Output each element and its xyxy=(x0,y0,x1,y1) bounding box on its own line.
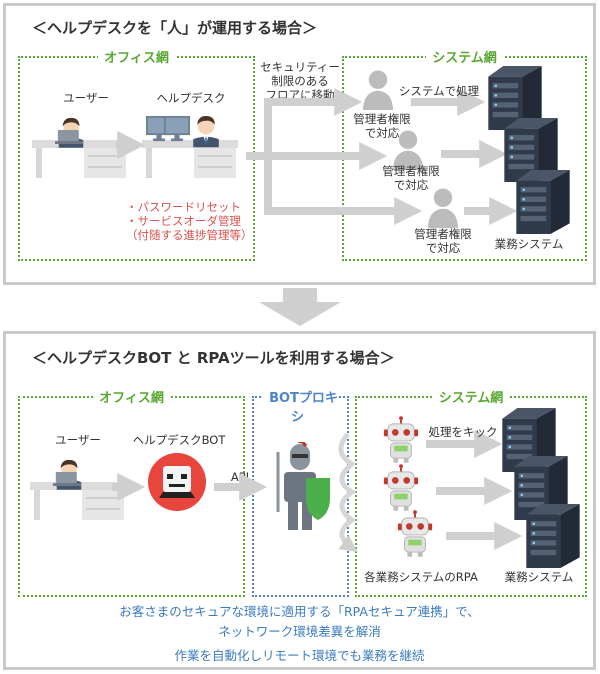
robot-icon xyxy=(396,510,434,558)
footer-message: お客さまのセキュアな環境に適用する「RPAセキュア連携」で、 ネットワーク環境差… xyxy=(6,602,593,666)
kick-label: 処理をキック xyxy=(428,425,498,439)
person-silhouette-icon xyxy=(427,188,459,228)
top-flow-arrows xyxy=(116,88,518,225)
system-zone-label: システム網 xyxy=(426,51,503,66)
system-process-label: システムで処理 xyxy=(398,84,480,98)
business-system-label: 業務システム xyxy=(494,237,564,251)
admin-silhouette-3 xyxy=(427,188,459,228)
kick-swirl xyxy=(338,432,358,553)
transition-arrow xyxy=(259,288,341,326)
robot-icon xyxy=(382,416,420,464)
user-label: ユーザー xyxy=(63,91,109,105)
bottom-flow-arrows xyxy=(112,430,523,553)
top-title: ＜ヘルプデスクを「人」が運用する場合＞ xyxy=(32,19,318,37)
office-zone-label: オフィス網 xyxy=(98,51,175,66)
admin-silhouette-1 xyxy=(362,70,394,110)
flow-arrow xyxy=(264,88,363,156)
task-item: ・パスワードリセット xyxy=(126,200,241,214)
bottom-panel: ＜ヘルプデスクBOT と RPAツールを利用する場合＞ オフィス網 BOTプロキ… xyxy=(3,331,596,670)
task-item: ・サービスオーダ管理 xyxy=(126,214,241,228)
helpdesk-bot-label: ヘルプデスクBOT xyxy=(132,433,226,447)
helpdesk-bot-icon xyxy=(148,453,206,511)
server-icon xyxy=(516,170,570,234)
knight-proxy-icon xyxy=(276,442,330,530)
business-system-label: 業務システム xyxy=(504,570,574,584)
top-panel: ＜ヘルプデスクを「人」が運用する場合＞ オフィス網 システム網 ユーザー ヘルプ… xyxy=(3,3,596,285)
robot-icon xyxy=(382,464,420,512)
footer-line: お客さまのセキュアな環境に適用する「RPAセキュア連携」で、 xyxy=(119,604,480,619)
admin-label-1: 管理者権限で対応 xyxy=(353,112,411,140)
admin-label-2: 管理者権限で対応 xyxy=(382,164,440,192)
footer-line: ネットワーク環境差異を解消 xyxy=(218,624,381,639)
bottom-system-zone: システム網 xyxy=(355,391,587,597)
server-icon xyxy=(526,504,580,568)
rpa-robot-3 xyxy=(396,510,434,558)
task-list: ・パスワードリセット ・サービスオーダ管理 （付随する進捗管理等） xyxy=(126,200,253,242)
server-rack-3 xyxy=(516,170,570,234)
top-system-zone: システム網 xyxy=(342,51,587,261)
admin-label-3: 管理者権限で対応 xyxy=(414,227,472,255)
task-item: （付随する進捗管理等） xyxy=(126,228,253,242)
helpdesk-label: ヘルプデスク xyxy=(156,91,226,105)
person-silhouette-icon xyxy=(362,70,394,110)
flow-arrow xyxy=(264,156,423,225)
user-label: ユーザー xyxy=(55,433,101,447)
system-zone-label: システム網 xyxy=(432,391,510,406)
rpa-robot-2 xyxy=(382,464,420,512)
rpa-label: 各業務システムのRPA xyxy=(364,570,478,584)
server-rack-3 xyxy=(526,504,580,568)
office-zone-label: オフィス網 xyxy=(93,391,170,406)
footer-line: 作業を自動化しリモート環境でも業務を継続 xyxy=(174,648,425,663)
bottom-title: ＜ヘルプデスクBOT と RPAツールを利用する場合＞ xyxy=(32,349,395,367)
rpa-robot-1 xyxy=(382,416,420,464)
